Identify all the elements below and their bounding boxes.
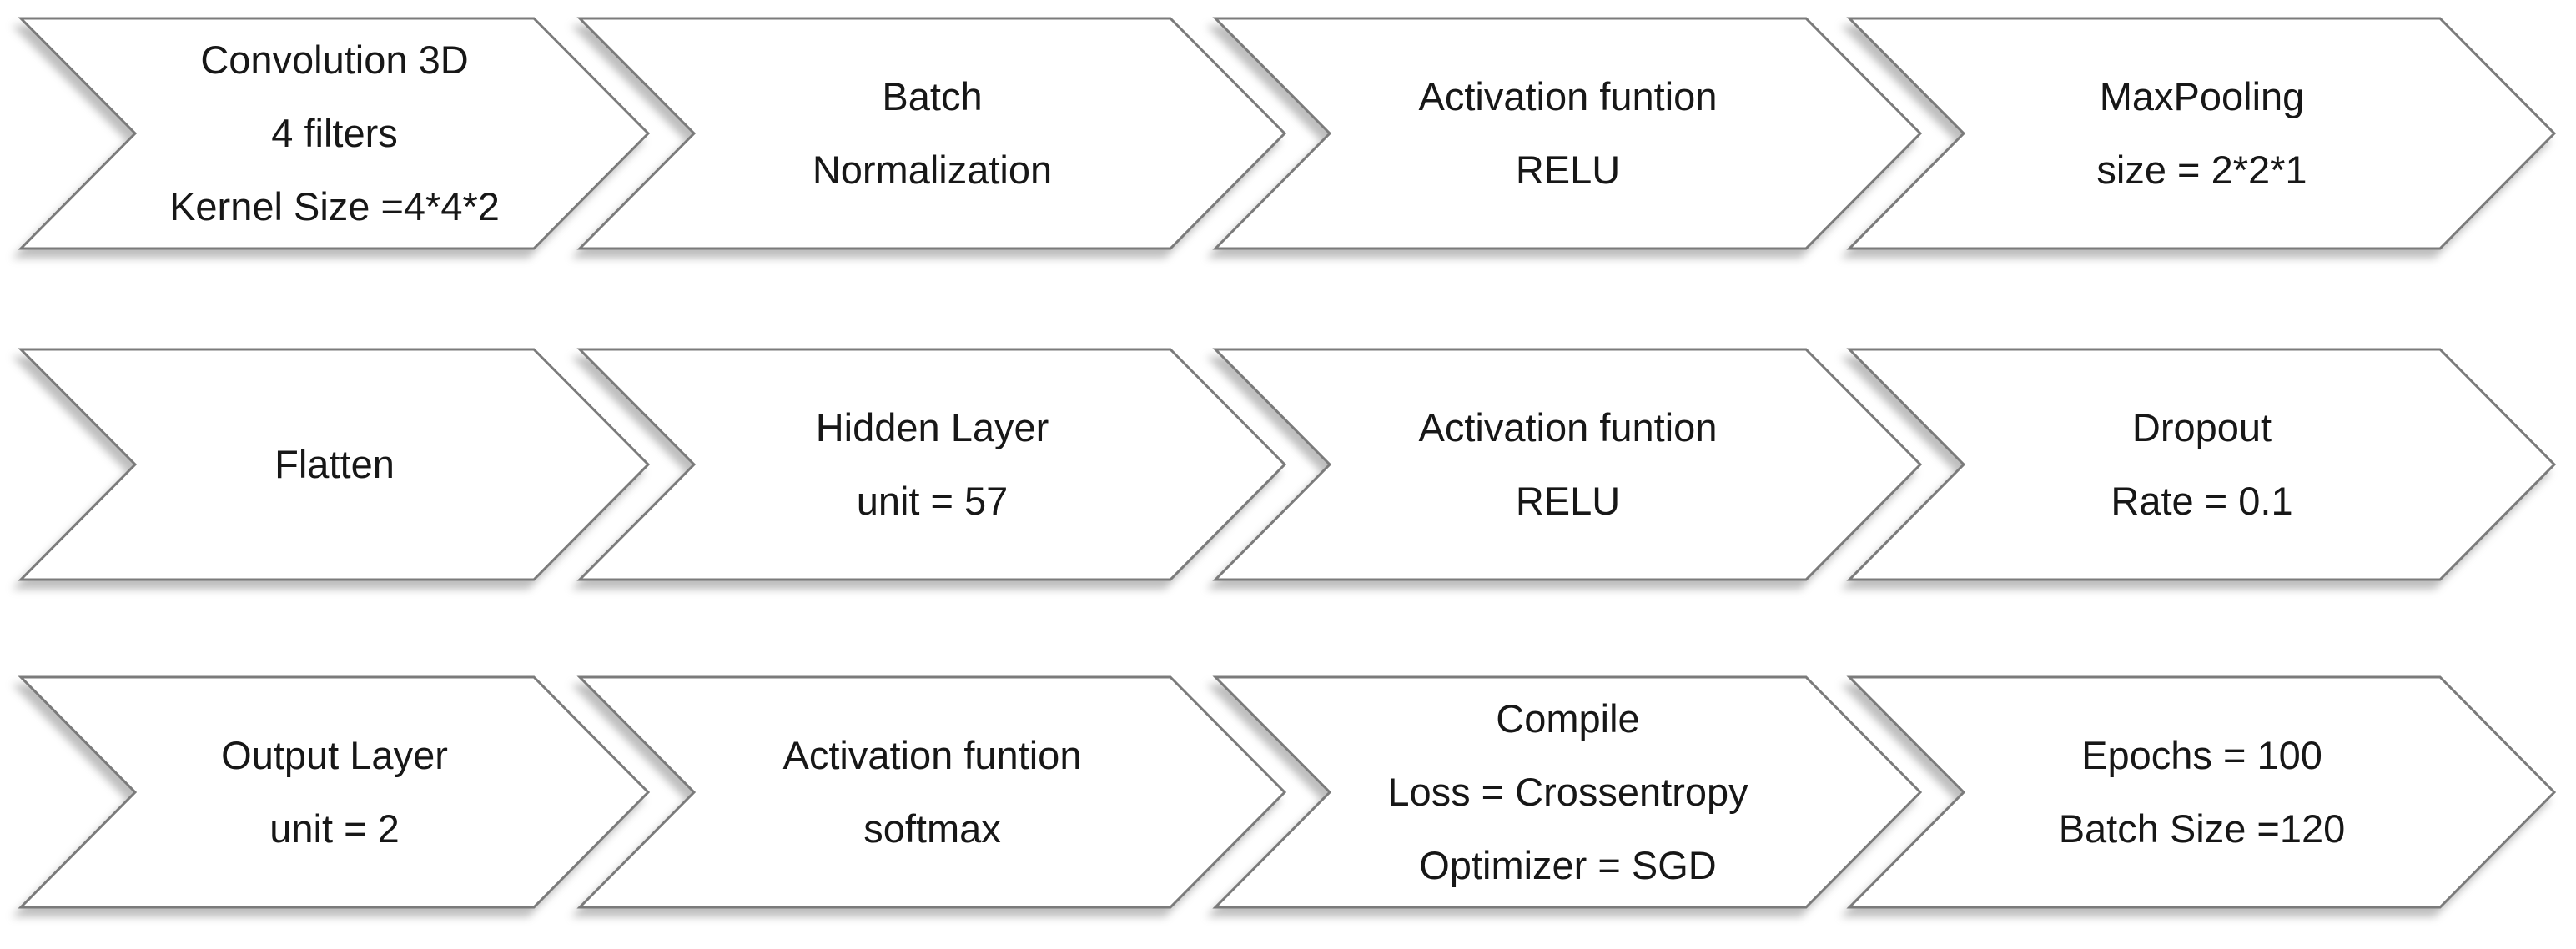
- chevron-label-line: RELU: [1515, 479, 1621, 523]
- chevron-label: MaxPooling size = 2*2*1: [1964, 18, 2440, 249]
- chevron-label-line: Batch Size =120: [2058, 806, 2346, 851]
- chevron-label-line: Normalization: [812, 148, 1053, 192]
- chevron-maxpooling: MaxPooling size = 2*2*1: [1846, 17, 2557, 250]
- chevron-label: Flatten: [135, 349, 534, 580]
- chevron-arrow-shape: [1846, 17, 2557, 250]
- chevron-arrow-shape: [1212, 348, 1923, 581]
- chevron-arrow-shape: [18, 17, 651, 250]
- chevron-label: Hidden Layer unit = 57: [694, 349, 1170, 580]
- chevron-label-line: Optimizer = SGD: [1419, 843, 1717, 887]
- chevron-arrow-shape: [18, 675, 651, 909]
- chevron-arrow-shape: [576, 348, 1287, 581]
- chevron-label-line: 4 filters: [271, 111, 398, 155]
- chevron-label: Activation funtion RELU: [1330, 18, 1806, 249]
- chevron-convolution-3d: Convolution 3D 4 filters Kernel Size =4*…: [18, 17, 651, 250]
- chevron-label-line: unit = 57: [856, 479, 1009, 523]
- chevron-label-line: Activation funtion: [782, 733, 1082, 777]
- chevron-arrow-shape: [1212, 17, 1923, 250]
- chevron-label-line: Dropout: [2131, 405, 2272, 449]
- chevron-arrow-shape: [576, 17, 1287, 250]
- chevron-label: Dropout Rate = 0.1: [1964, 349, 2440, 580]
- chevron-label-line: Loss = Crossentropy: [1387, 770, 1748, 814]
- chevron-label: Activation funtion softmax: [694, 677, 1170, 907]
- chevron-label: Convolution 3D 4 filters Kernel Size =4*…: [135, 18, 534, 249]
- chevron-label-line: MaxPooling: [2099, 74, 2305, 118]
- chevron-label-line: Activation funtion: [1418, 405, 1718, 449]
- chevron-label-line: Flatten: [274, 442, 395, 486]
- chevron-label-line: Hidden Layer: [815, 405, 1049, 449]
- chevron-label-line: Kernel Size =4*4*2: [169, 184, 500, 228]
- chevron-arrow-shape: [1846, 675, 2557, 909]
- chevron-label-line: Epochs = 100: [2081, 733, 2322, 777]
- chevron-arrow-shape: [1846, 348, 2557, 581]
- chevron-compile: Compile Loss = Crossentropy Optimizer = …: [1212, 675, 1923, 909]
- chevron-label: Activation funtion RELU: [1330, 349, 1806, 580]
- chevron-flatten: Flatten: [18, 348, 651, 581]
- chevron-activation-relu-1: Activation funtion RELU: [1212, 17, 1923, 250]
- chevron-arrow-shape: [576, 675, 1287, 909]
- chevron-label-line: Convolution 3D: [200, 38, 469, 82]
- chevron-activation-relu-2: Activation funtion RELU: [1212, 348, 1923, 581]
- chevron-label-line: Rate = 0.1: [2111, 479, 2293, 523]
- chevron-label-line: Compile: [1496, 696, 1640, 741]
- chevron-label-line: softmax: [863, 806, 1001, 851]
- chevron-label-line: Activation funtion: [1418, 74, 1718, 118]
- chevron-label-line: Batch: [882, 74, 983, 118]
- chevron-arrow-shape: [1212, 675, 1923, 909]
- chevron-batch-normalization: Batch Normalization: [576, 17, 1287, 250]
- chevron-arrow-shape: [18, 348, 651, 581]
- chevron-dropout: Dropout Rate = 0.1: [1846, 348, 2557, 581]
- chevron-label: Output Layer unit = 2: [135, 677, 534, 907]
- chevron-label: Epochs = 100 Batch Size =120: [1964, 677, 2440, 907]
- chevron-label-line: unit = 2: [269, 806, 400, 851]
- chevron-hidden-layer: Hidden Layer unit = 57: [576, 348, 1287, 581]
- chevron-output-layer: Output Layer unit = 2: [18, 675, 651, 909]
- chevron-activation-softmax: Activation funtion softmax: [576, 675, 1287, 909]
- chevron-label: Batch Normalization: [694, 18, 1170, 249]
- chevron-label-line: RELU: [1515, 148, 1621, 192]
- chevron-label: Compile Loss = Crossentropy Optimizer = …: [1330, 677, 1806, 907]
- chevron-label-line: Output Layer: [221, 733, 448, 777]
- chevron-label-line: size = 2*2*1: [2096, 148, 2307, 192]
- chevron-training-params: Epochs = 100 Batch Size =120: [1846, 675, 2557, 909]
